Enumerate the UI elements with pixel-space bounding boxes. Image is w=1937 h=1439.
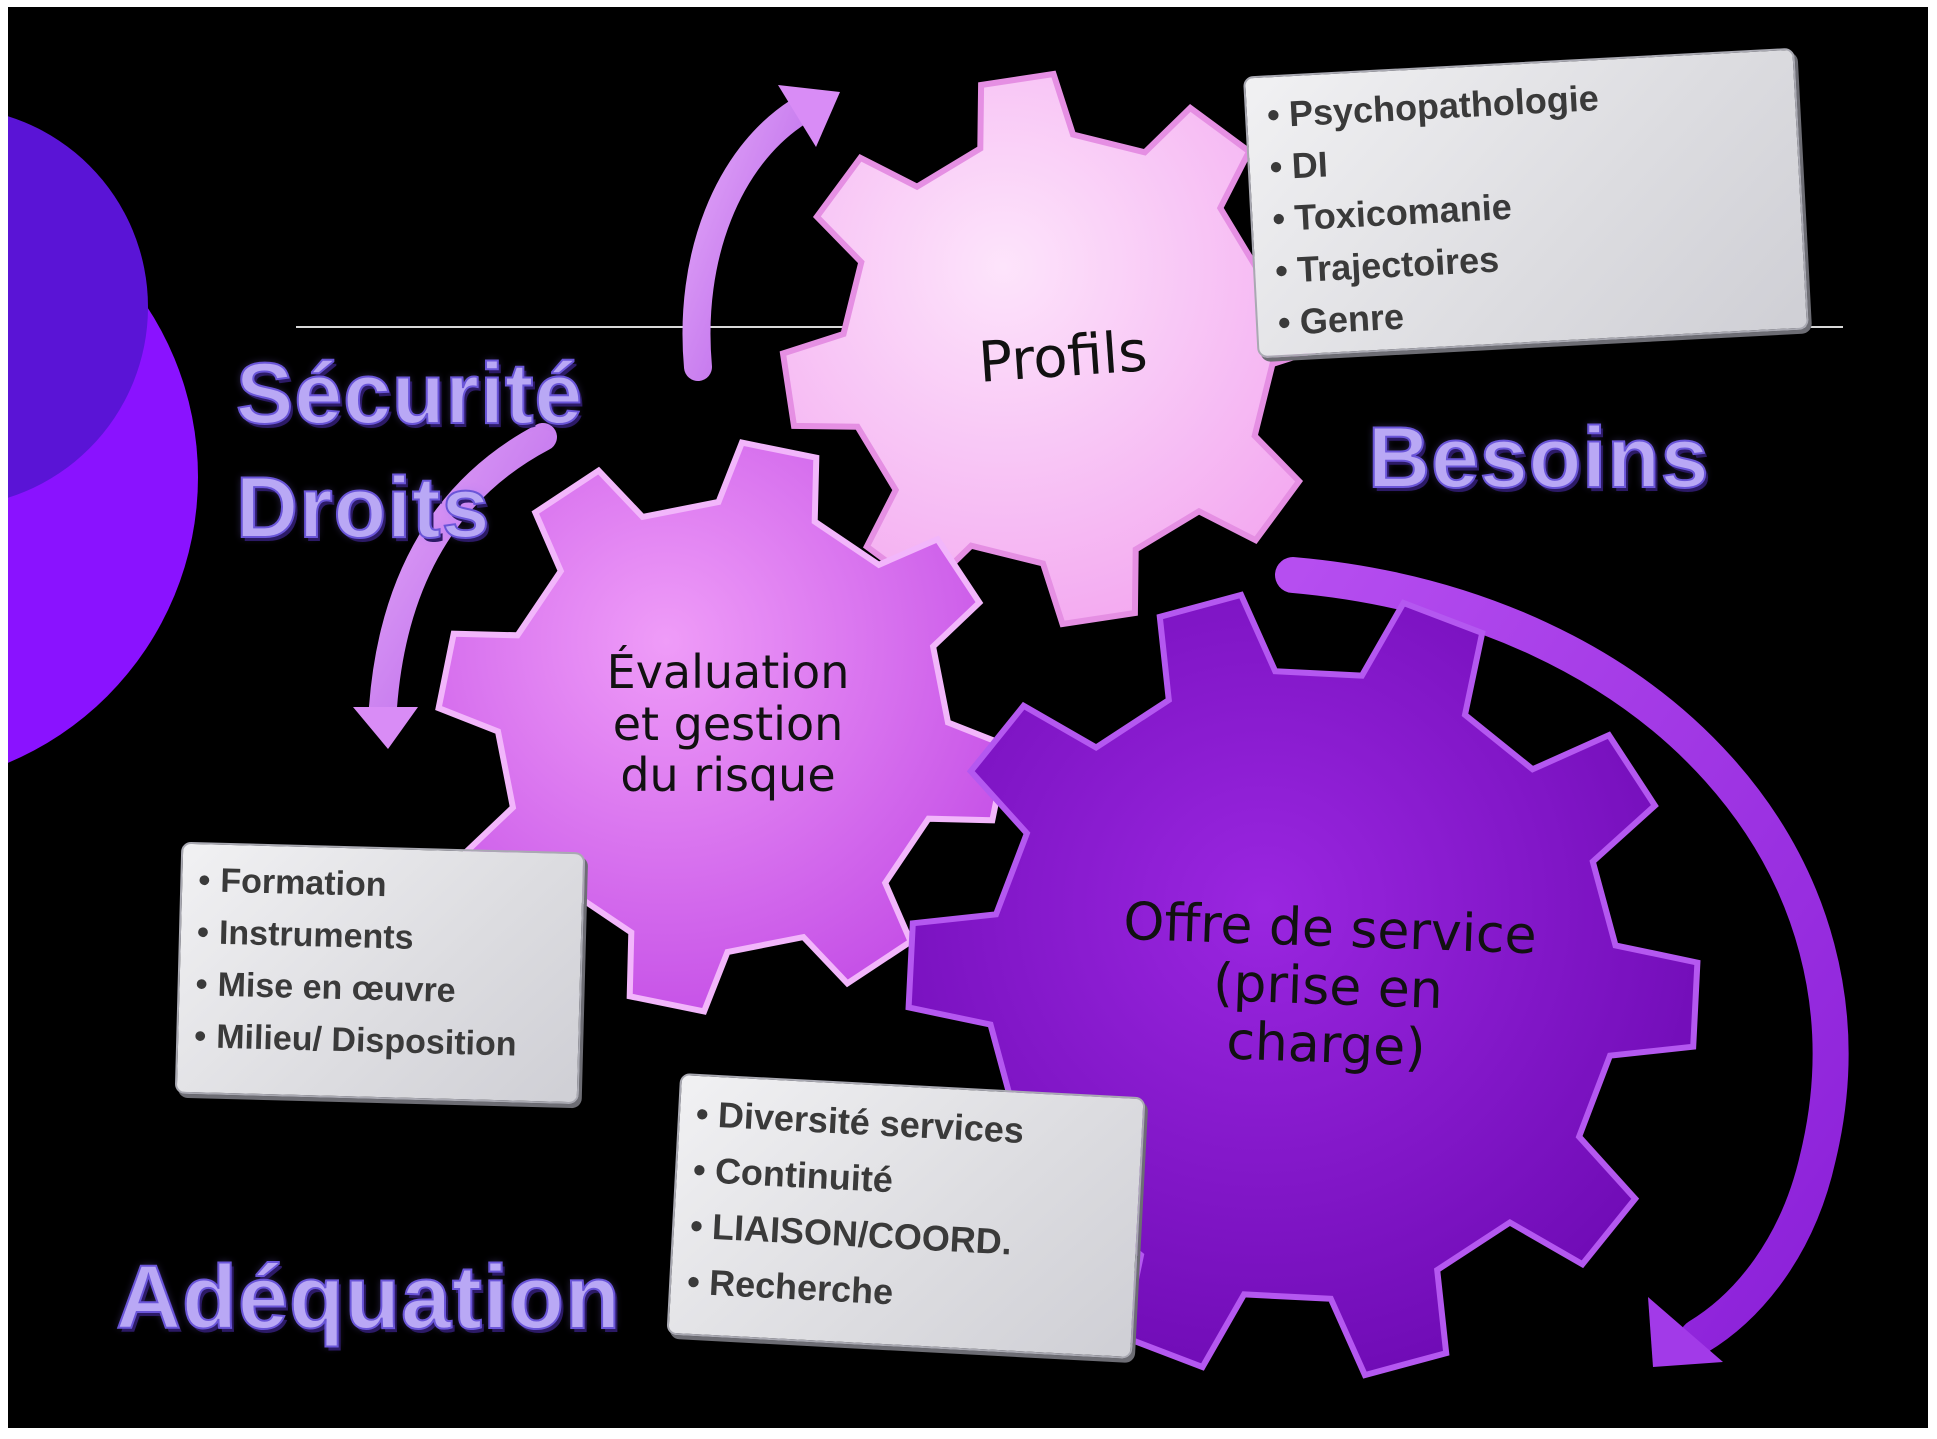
diagram-graphics xyxy=(8,70,1849,1379)
evaluation-line-3: du risque xyxy=(620,748,836,803)
arrow-left-head xyxy=(353,707,418,749)
gear-profils xyxy=(779,70,1337,628)
note-profils: PsychopathologieDIToxicomanieTrajectoire… xyxy=(1242,47,1810,359)
gear-offre-label: Offre de service (prise en charge) xyxy=(1065,891,1591,1084)
note-offre: Diversité servicesContinuitéLIAISON/COOR… xyxy=(666,1072,1146,1360)
arrow-top xyxy=(682,98,812,381)
heading-besoins: Besoins xyxy=(1367,409,1710,507)
offre-list: Diversité servicesContinuitéLIAISON/COOR… xyxy=(670,1075,1144,1333)
arrow-right xyxy=(1275,557,1849,1355)
arrow-left xyxy=(369,423,557,721)
list-item: Milieu/ Disposition xyxy=(190,1010,579,1072)
arrow-top-head xyxy=(778,85,840,147)
gear-evaluation-label: Évaluation et gestion du risque xyxy=(568,645,888,803)
decor-circle-small xyxy=(8,116,148,498)
evaluation-list: FormationInstrumentsMise en œuvreMilieu/… xyxy=(178,844,584,1072)
evaluation-line-2: et gestion xyxy=(612,696,844,751)
evaluation-line-1: Évaluation xyxy=(606,645,850,699)
profils-list: PsychopathologieDIToxicomanieTrajectoire… xyxy=(1245,50,1806,350)
note-evaluation: FormationInstrumentsMise en œuvreMilieu/… xyxy=(174,841,586,1105)
arrow-right-head xyxy=(1648,1297,1723,1367)
heading-securite: Sécurité xyxy=(235,345,584,443)
slide: Sécurité Droits Besoins Adéquation Profi… xyxy=(8,7,1928,1428)
heading-droits: Droits xyxy=(235,459,491,557)
profils-text: Profils xyxy=(976,319,1150,396)
heading-adequation: Adéquation xyxy=(115,1247,621,1349)
